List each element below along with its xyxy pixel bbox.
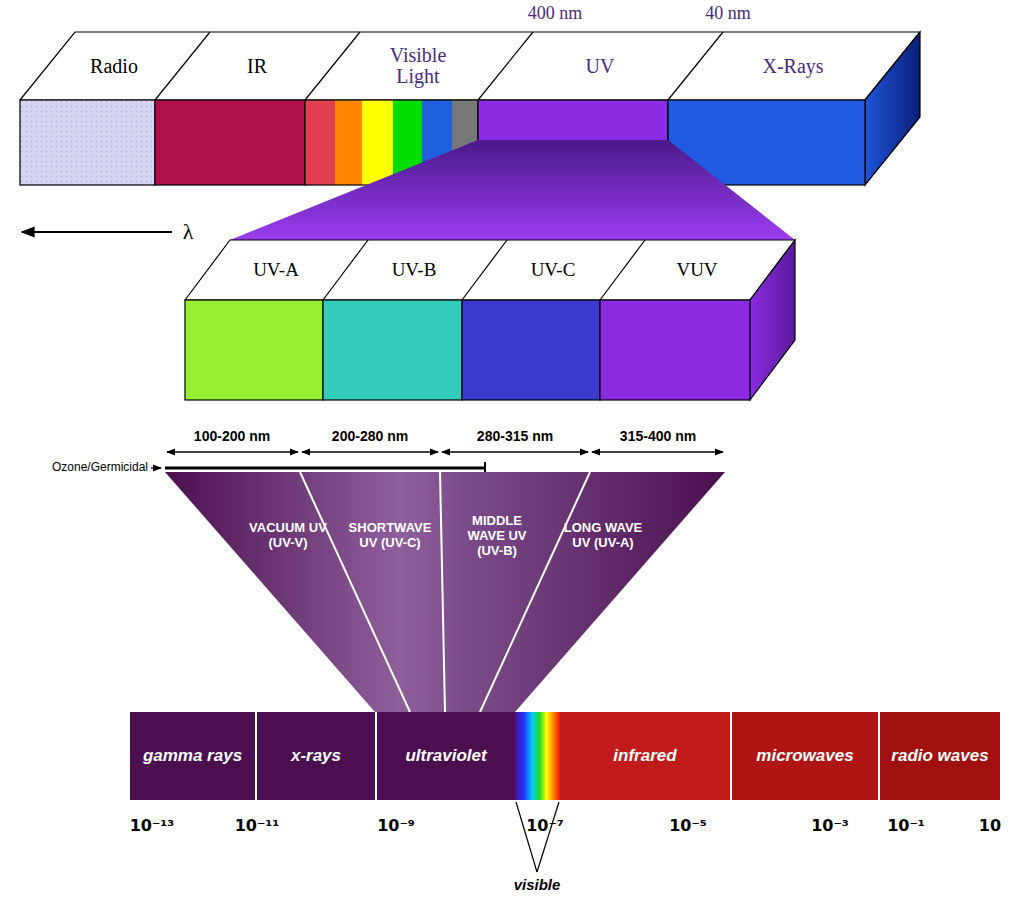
range-arrows <box>167 451 723 452</box>
range-label: 280-315 nm <box>477 428 553 444</box>
spectrum-band: IR <box>202 56 312 77</box>
band-label: gamma rays <box>143 746 242 766</box>
uv-sector: MIDDLE WAVE UV (UV-B) <box>454 513 540 558</box>
visible-pointer <box>516 802 559 872</box>
spectrum-segment: gamma rays <box>130 712 255 800</box>
spectrum-band: Visible Light <box>368 45 468 87</box>
band-label: Radio <box>59 56 169 77</box>
band-label: VACUUM UV (UV-V) <box>247 520 329 550</box>
axis-tick: 10⁻¹ <box>887 816 925 835</box>
band-label: UV-A <box>226 260 326 280</box>
uv-band: UV-A <box>226 260 326 280</box>
wavelength-symbol: λ <box>183 219 194 245</box>
uv-sector: VACUUM UV (UV-V) <box>247 520 329 550</box>
spectrum-segment: x-rays <box>255 712 375 800</box>
ozone-range-bar <box>165 467 485 470</box>
axis-tick: 10 <box>979 816 1001 835</box>
spectrum-segment: ultraviolet <box>375 712 515 800</box>
spectrum-band: Radio <box>59 56 169 77</box>
band-label: X-Rays <box>723 56 863 77</box>
uv-bar-3d <box>185 240 795 400</box>
spectrum-segment: microwaves <box>730 712 878 800</box>
axis-tick: 10⁻¹³ <box>130 816 175 835</box>
expansion-funnel <box>230 140 795 240</box>
axis-tick: 10⁻⁹ <box>377 816 415 835</box>
uv-funnel <box>165 472 725 712</box>
axis-tick: 10⁻⁵ <box>669 816 707 835</box>
visible-label: visible <box>514 876 561 893</box>
axis-tick: 10⁻³ <box>811 816 849 835</box>
wavelength-arrow <box>22 231 172 233</box>
band-label: UV <box>535 56 665 77</box>
range-label: 100-200 nm <box>194 428 270 444</box>
axis-tick: 10⁻⁷ <box>526 816 564 835</box>
spectrum-band: UV <box>535 56 665 77</box>
band-label: Visible Light <box>368 45 468 87</box>
band-label: UV-C <box>503 260 603 280</box>
band-label: MIDDLE WAVE UV (UV-B) <box>454 513 540 558</box>
axis-tick: 10⁻¹¹ <box>235 816 280 835</box>
spectrum-band: X-Rays <box>723 56 863 77</box>
spectrum-segment: radio waves <box>878 712 1000 800</box>
band-label: x-rays <box>291 746 341 766</box>
band-label: ultraviolet <box>405 746 486 766</box>
band-label: infrared <box>613 746 676 766</box>
uv-band: UV-C <box>503 260 603 280</box>
band-label: SHORTWAVE UV (UV-C) <box>347 520 433 550</box>
spectrum-segment: infrared <box>560 712 730 800</box>
band-label: VUV <box>647 260 747 280</box>
band-label: IR <box>202 56 312 77</box>
uv-sector: LONG WAVE UV (UV-A) <box>562 520 644 550</box>
band-label: microwaves <box>756 746 853 766</box>
uv-band: UV-B <box>364 260 464 280</box>
visible-strip <box>515 712 560 800</box>
wavelength-mark: 400 nm <box>528 3 583 24</box>
uv-band: VUV <box>647 260 747 280</box>
ozone-pointer <box>151 467 161 468</box>
band-label: LONG WAVE UV (UV-A) <box>562 520 644 550</box>
range-label: 200-280 nm <box>332 428 408 444</box>
band-label: radio waves <box>891 746 988 766</box>
funnel-dividers <box>300 472 590 712</box>
range-label: 315-400 nm <box>620 428 696 444</box>
wavelength-mark: 40 nm <box>705 3 751 24</box>
band-label: UV-B <box>364 260 464 280</box>
uv-sector: SHORTWAVE UV (UV-C) <box>347 520 433 550</box>
ozone-label: Ozone/Germicidal <box>52 460 148 474</box>
